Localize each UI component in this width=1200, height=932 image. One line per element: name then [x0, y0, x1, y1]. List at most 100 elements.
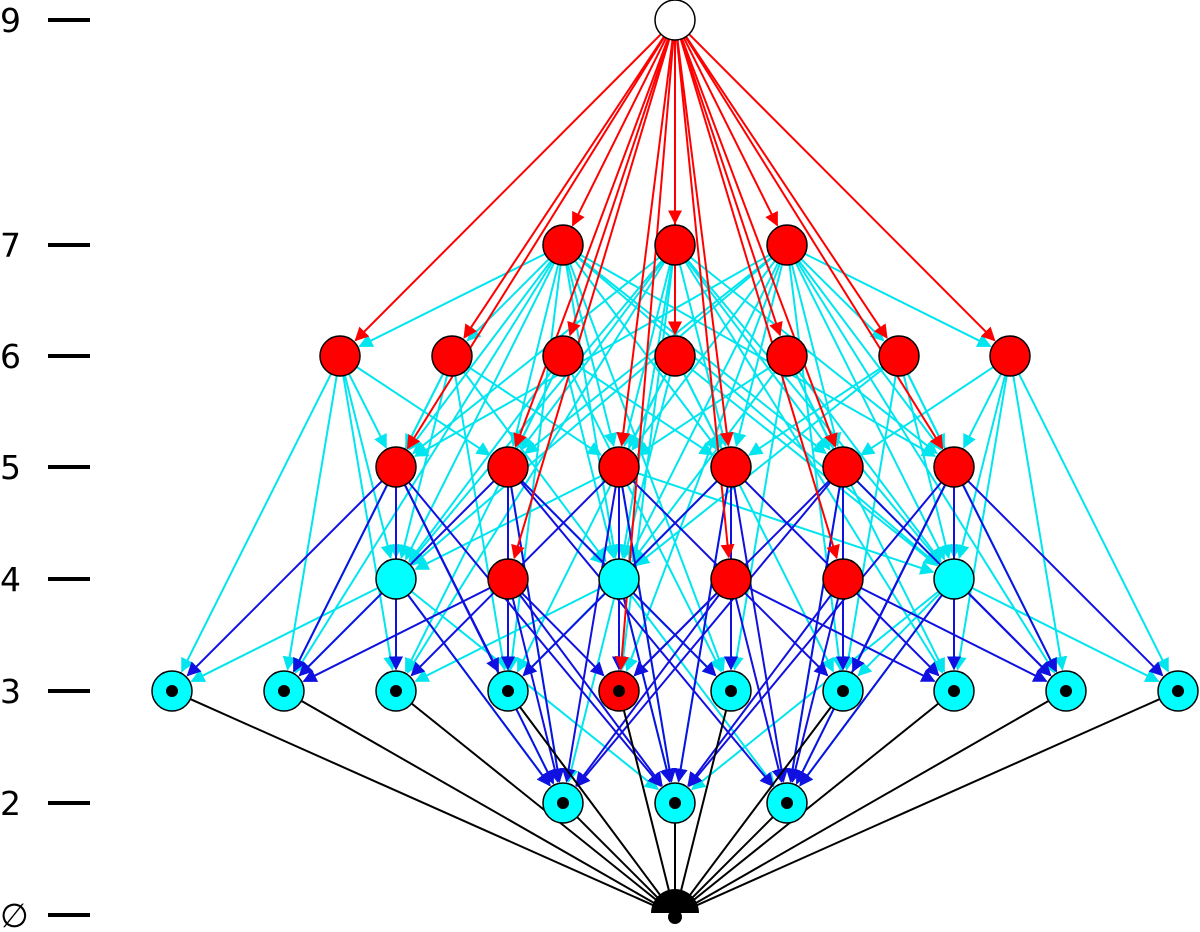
node-e3	[375, 670, 417, 712]
node-d1	[375, 558, 417, 600]
edge-b2-d3	[463, 371, 607, 563]
node-circle	[878, 335, 920, 377]
edge-top-d5	[679, 38, 840, 560]
edge-a3-b7	[804, 253, 992, 348]
node-circle	[542, 335, 584, 377]
edge-b5-d6	[798, 371, 942, 563]
node-d4	[710, 558, 752, 600]
node-a2	[654, 224, 696, 266]
edge-a1-d1	[404, 262, 555, 561]
nodes-layer	[151, 0, 1199, 924]
edge-b4-d6	[689, 367, 938, 567]
edge-f3-bottom	[681, 816, 774, 909]
node-circle	[375, 446, 417, 488]
edge-top-a1	[571, 37, 667, 227]
edge-d6-e9	[967, 592, 1052, 677]
edge-b1-c2	[356, 366, 491, 456]
node-c6	[933, 446, 975, 488]
node-bottom	[651, 889, 699, 924]
edge-e9-bottom	[682, 700, 1050, 911]
node-e7	[822, 670, 864, 712]
node-circle	[542, 224, 584, 266]
edge-b1-d1	[343, 375, 395, 560]
edge-b7-e9	[1012, 375, 1068, 671]
rank-label: 6	[0, 337, 21, 376]
edge-d6-e7	[857, 592, 941, 677]
node-e8	[933, 670, 975, 712]
cyan-edges	[181, 253, 1169, 791]
node-dot	[278, 685, 290, 697]
node-circle	[487, 446, 529, 488]
node-b3	[542, 335, 584, 377]
edge-top-c1	[406, 36, 666, 450]
edge-b7-d6	[955, 375, 1007, 560]
edge-top-c4	[676, 39, 734, 447]
edge-a3-b6	[800, 258, 885, 342]
edge-d1-f1	[407, 594, 551, 787]
node-dot	[948, 685, 960, 697]
edge-c1-f1	[404, 484, 555, 785]
edge-b3-e3	[404, 373, 555, 673]
edge-b5-e8	[795, 373, 946, 673]
edge-d3-f3	[630, 594, 775, 787]
edge-top-b3	[567, 38, 670, 337]
edge-top-c6	[684, 36, 944, 450]
edge-d4-f1	[575, 594, 720, 787]
node-d2	[487, 558, 529, 600]
edge-a1-b2	[466, 258, 550, 342]
node-b7	[989, 335, 1031, 377]
node-circle	[989, 335, 1031, 377]
node-e4	[487, 670, 529, 712]
edge-d2-e2	[302, 587, 491, 683]
node-e2	[263, 670, 305, 712]
node-top	[654, 0, 696, 41]
node-b4	[654, 335, 696, 377]
node-circle	[654, 335, 696, 377]
edge-b5-d3	[631, 371, 776, 563]
edge-top-c3	[616, 39, 674, 447]
edge-d5-e9	[860, 587, 1048, 682]
edge-b2-d1	[397, 375, 449, 560]
node-e6	[710, 670, 752, 712]
node-d5	[822, 558, 864, 600]
node-circle	[598, 446, 640, 488]
node-circle	[933, 446, 975, 488]
edge-e8-bottom	[681, 702, 940, 910]
node-b6	[878, 335, 920, 377]
node-circle	[710, 558, 752, 600]
blue-edges	[186, 480, 1164, 788]
edge-d4-e8	[748, 587, 936, 682]
rank-label: 9	[0, 1, 21, 40]
edge-a3-d6	[795, 262, 946, 561]
edge-a2-c1	[412, 256, 660, 455]
node-a3	[766, 224, 808, 266]
edge-top-c2	[513, 38, 669, 448]
edge-a3-c4	[732, 264, 784, 448]
edge-d6-f3	[799, 594, 943, 787]
node-dot	[725, 685, 737, 697]
rank-label: 3	[0, 672, 21, 711]
node-circle	[654, 224, 696, 266]
node-circle	[710, 446, 752, 488]
edge-d6-e10	[971, 587, 1160, 683]
edge-c1-e1	[186, 480, 383, 677]
edge-top-c5	[681, 38, 838, 448]
node-dot	[613, 685, 625, 697]
edge-top-a3	[683, 37, 779, 227]
edge-e2-bottom	[300, 700, 668, 911]
edge-c1-e2	[292, 484, 388, 673]
node-circle	[319, 335, 361, 377]
edge-b6-d3	[635, 367, 885, 567]
edge-e10-bottom	[682, 698, 1161, 913]
rank-label: 4	[0, 560, 21, 599]
node-dot	[166, 685, 178, 697]
bottom-fan	[651, 889, 699, 913]
edge-top-b1	[354, 33, 662, 342]
edge-b1-c1	[348, 373, 387, 449]
edge-e3-bottom	[410, 702, 669, 910]
node-c2	[487, 446, 529, 488]
node-dot	[502, 685, 514, 697]
edge-a1-c3	[566, 264, 618, 448]
